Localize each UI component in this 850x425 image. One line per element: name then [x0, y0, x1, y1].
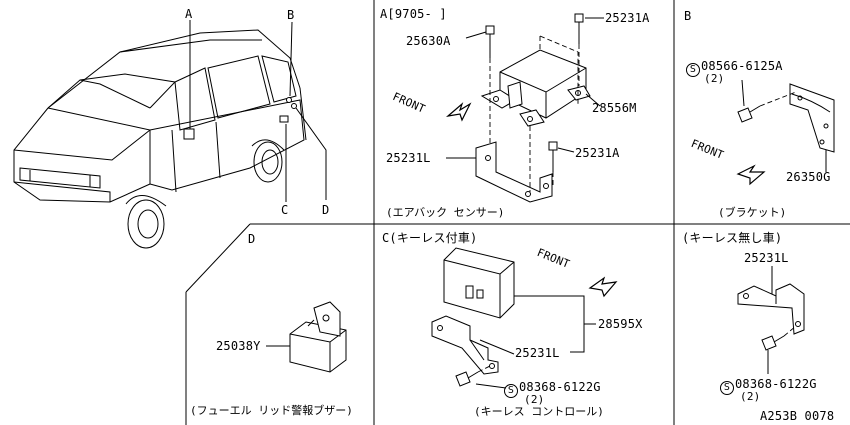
callout-c: C: [281, 203, 289, 217]
buzzer-assembly: [266, 301, 347, 373]
figure-code: A253B 0078: [760, 409, 835, 423]
sensor-bracket-part: 25231L: [386, 151, 431, 165]
keyless-bracket-part: 25231L: [515, 346, 560, 360]
callout-d: D: [322, 203, 330, 217]
buzzer-caption: (フューエル リッド警報ブザー): [190, 404, 353, 417]
bracket-b-screw-qty: (2): [704, 72, 725, 85]
buzzer-part: 25038Y: [216, 339, 261, 353]
bracket-b-heading: B: [684, 9, 692, 23]
no-keyless-heading: (キーレス無し車): [682, 231, 783, 245]
no-keyless-screw-qty: (2): [740, 390, 761, 403]
no-keyless-bracket-part: 25231L: [744, 251, 789, 265]
callout-a: A: [185, 7, 193, 21]
van-illustration: [13, 20, 327, 249]
sensor-assembly: [445, 13, 604, 203]
callout-b: B: [287, 8, 295, 22]
sensor-bolt-right-part: 25231A: [605, 11, 650, 25]
bracket-b-part: 26350G: [786, 170, 831, 184]
no-keyless-bracket-assembly: [737, 266, 805, 374]
bracket-b-assembly: [736, 79, 835, 186]
screw-symbol: S: [720, 381, 734, 395]
buzzer-heading: D: [248, 232, 256, 246]
sensor-bolt-left-part: 25630A: [406, 34, 451, 48]
screw-symbol: S: [504, 384, 518, 398]
screw-symbol: S: [686, 63, 700, 77]
keyless-caption: (キーレス コントロール): [474, 405, 604, 418]
keyless-heading: C(キーレス付車): [382, 231, 478, 245]
sensor-unit-part: 28556M: [592, 101, 637, 115]
bracket-b-caption: (ブラケット): [718, 206, 787, 219]
keyless-unit-part: 28595X: [598, 317, 643, 331]
sensor-heading: A[9705- ]: [380, 7, 447, 21]
panel-dividers: [185, 0, 850, 425]
sensor-caption: (エアバック センサー): [386, 206, 505, 219]
keyless-unit-assembly: [431, 247, 618, 389]
sensor-bolt-lower-part: 25231A: [575, 146, 620, 160]
keyless-screw-qty: (2): [524, 393, 545, 406]
